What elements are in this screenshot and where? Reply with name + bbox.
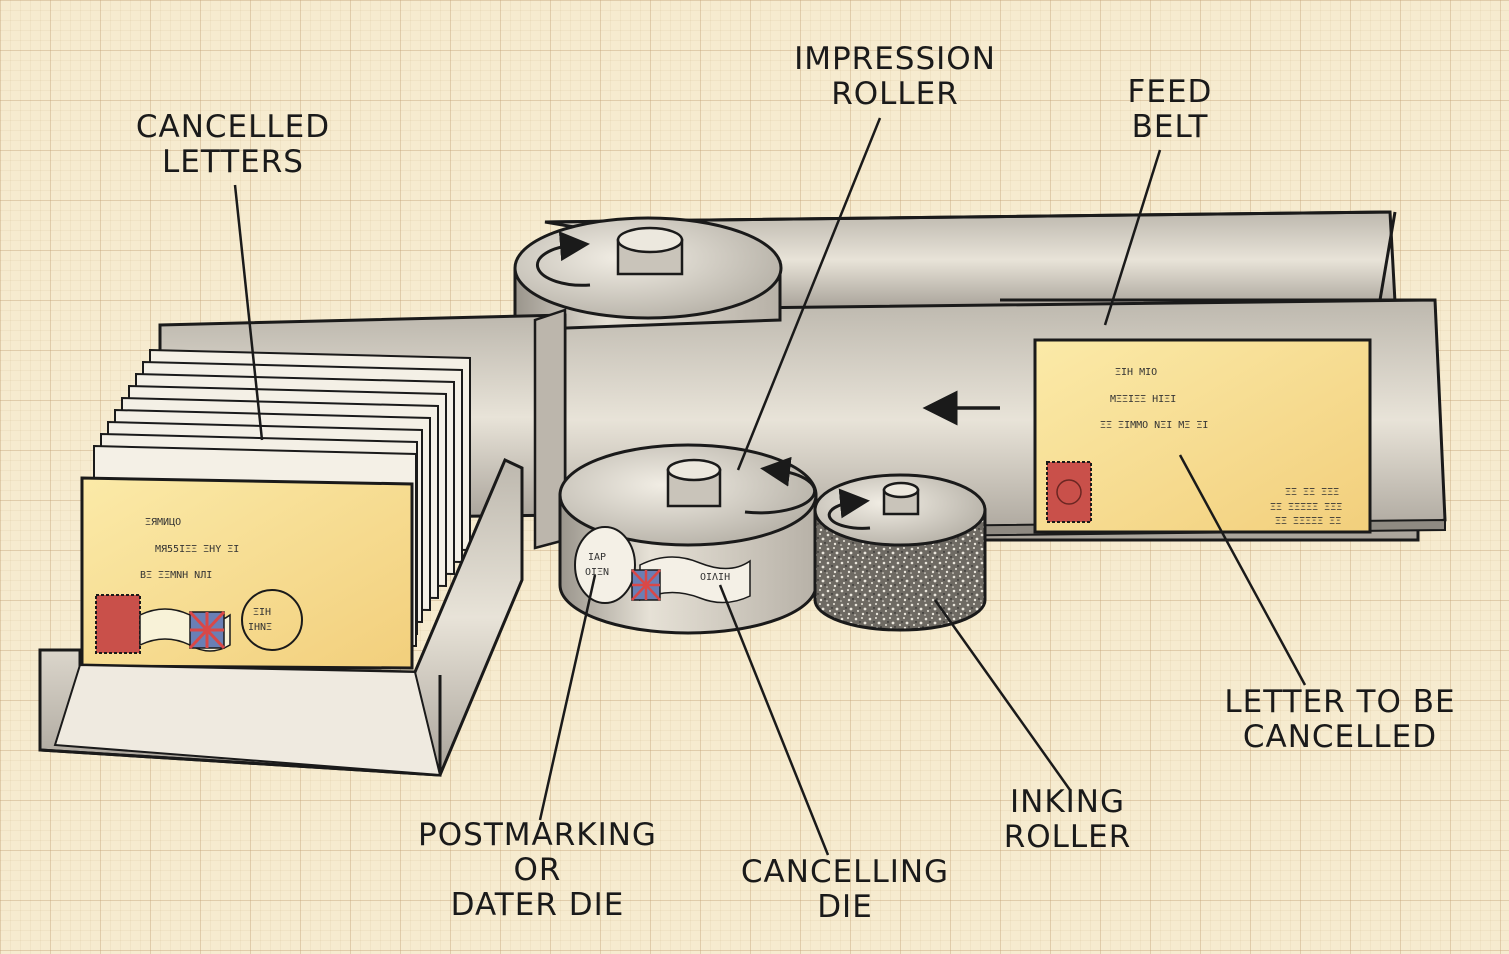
rotation-arrow-icon xyxy=(535,231,591,287)
label-impression-roller: IMPRESSION ROLLER xyxy=(794,41,996,112)
letter-tray: ΞЯΜИЦΟ ΜЯ55ΙΞΞ ΞΗΥ ΞΙ ΒΞ ΞΞΜΝΗ ΝЛΙ ΞΙΗ Ι… xyxy=(38,308,567,777)
leader-feed-belt xyxy=(1103,149,1162,326)
svg-text:ΟΙΞΝ: ΟΙΞΝ xyxy=(585,567,609,578)
svg-text:ΞΞ ΞΞΞΞΞ ΞΞΞ: ΞΞ ΞΞΞΞΞ ΞΞΞ xyxy=(1270,502,1342,513)
leader-postmarking-die xyxy=(538,574,597,821)
inking-roller-drum xyxy=(813,473,987,632)
label-cancelled-letters: CANCELLED LETTERS xyxy=(135,109,331,180)
svg-text:ΞΙΗ ΜΙΟ: ΞΙΗ ΜΙΟ xyxy=(1115,367,1157,378)
stamp-icon xyxy=(1046,461,1092,523)
leader-cancelled-letters xyxy=(233,184,264,441)
cancelling-die-drum: ΙΑΡ ΟΙΞΝ ΟΙΛΙΗ xyxy=(558,443,818,635)
leader-impression-roller xyxy=(736,117,882,471)
svg-text:ΒΞ ΞΞΜΝΗ ΝЛΙ: ΒΞ ΞΞΜΝΗ ΝЛΙ xyxy=(140,570,212,581)
svg-text:ΞΞ ΞΙΜΜΟ ΝΞΙ ΜΞ ΞΙ: ΞΞ ΞΙΜΜΟ ΝΞΙ ΜΞ ΞΙ xyxy=(1100,420,1208,431)
leader-letter-to-be-cancelled xyxy=(1178,454,1307,686)
leader-lines xyxy=(233,117,1307,856)
label-postmarking-die: POSTMARKING OR DATER DIE xyxy=(418,817,657,923)
svg-text:ΞΞ ΞΞΞΞΞ ΞΞ: ΞΞ ΞΞΞΞΞ ΞΞ xyxy=(1275,516,1341,527)
impression-roller-drum xyxy=(513,216,783,332)
postmark-icon xyxy=(241,589,303,651)
dater-die-stamp xyxy=(574,526,636,604)
rotation-arrow-icon xyxy=(744,456,817,515)
uncancelled-letter: ΞΙΗ ΜΙΟ ΜΞΞΙΞΞ ΗΙΞΙ ΞΞ ΞΙΜΜΟ ΝΞΙ ΜΞ ΞΙ Ξ… xyxy=(1033,338,1372,534)
svg-text:ΙΗΝΞ: ΙΗΝΞ xyxy=(248,622,272,633)
svg-text:ΟΙΛΙΗ: ΟΙΛΙΗ xyxy=(700,572,730,583)
label-feed-belt: FEED BELT xyxy=(1127,74,1213,145)
svg-text:ΜЯ55ΙΞΞ ΞΗΥ ΞΙ: ΜЯ55ΙΞΞ ΞΗΥ ΞΙ xyxy=(155,544,239,555)
rotation-arrow-icon xyxy=(827,488,871,530)
leader-cancelling-die xyxy=(718,584,830,856)
svg-text:ΞΞ ΞΞ ΞΞΞ: ΞΞ ΞΞ ΞΞΞ xyxy=(1285,487,1339,498)
svg-text:ΙΑΡ: ΙΑΡ xyxy=(588,552,606,563)
stamp-icon xyxy=(95,594,141,654)
leader-inking-roller xyxy=(933,599,1072,791)
label-cancelling-die: CANCELLING DIE xyxy=(740,854,950,925)
svg-text:ΞΙΗ: ΞΙΗ xyxy=(253,607,271,618)
label-letter-to-be-cancelled: LETTER TO BE CANCELLED xyxy=(1224,684,1456,755)
label-inking-roller: INKING ROLLER xyxy=(1003,784,1132,855)
front-cancelled-letter: ΞЯΜИЦΟ ΜЯ55ΙΞΞ ΞΗΥ ΞΙ ΒΞ ΞΞΜΝΗ ΝЛΙ ΞΙΗ Ι… xyxy=(80,476,414,670)
svg-text:ΞЯΜИЦΟ: ΞЯΜИЦΟ xyxy=(145,517,181,528)
svg-text:ΜΞΞΙΞΞ ΗΙΞΙ: ΜΞΞΙΞΞ ΗΙΞΙ xyxy=(1110,394,1176,405)
